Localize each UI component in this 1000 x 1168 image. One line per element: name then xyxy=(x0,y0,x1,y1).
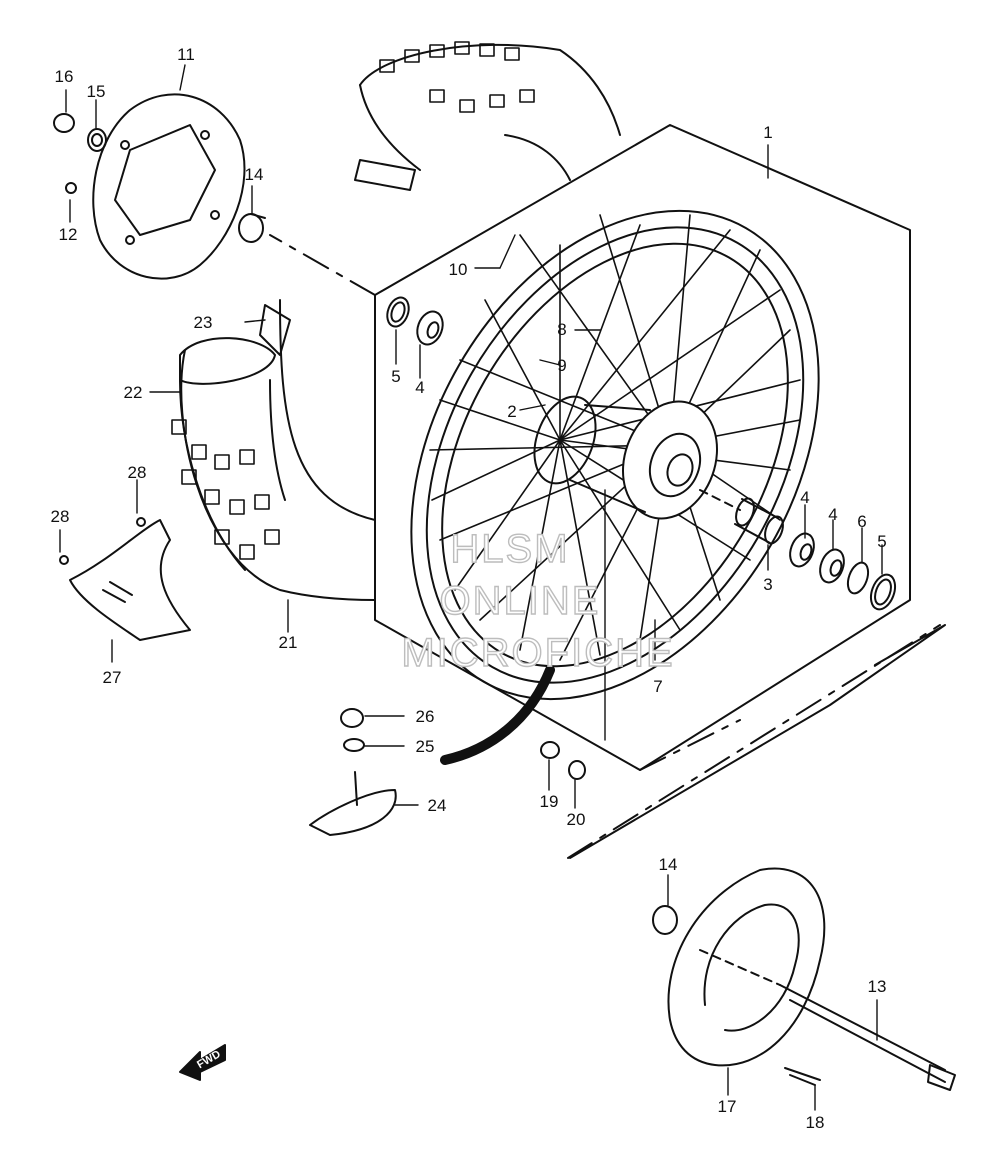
callout-4-left: 4 xyxy=(415,378,424,397)
callout-21: 21 xyxy=(279,633,298,652)
hub-components xyxy=(386,296,897,611)
callout-28-left: 28 xyxy=(51,507,70,526)
callout-25: 25 xyxy=(416,737,435,756)
callout-27: 27 xyxy=(103,668,122,687)
callout-9: 9 xyxy=(557,356,566,375)
fwd-arrow xyxy=(179,1044,226,1081)
disc-hardware xyxy=(53,113,266,243)
callout-23: 23 xyxy=(194,313,213,332)
callout-20: 20 xyxy=(567,810,586,829)
callout-16: 16 xyxy=(55,67,74,86)
callout-4-mid: 4 xyxy=(800,488,809,507)
sprocket-guard xyxy=(59,517,191,641)
leader-lines xyxy=(59,64,883,1111)
callout-11: 11 xyxy=(177,45,195,64)
rear-sprocket xyxy=(652,867,956,1091)
watermark-line-1: HLSM xyxy=(450,527,569,571)
callout-13: 13 xyxy=(868,977,887,996)
brake-disc xyxy=(92,93,246,280)
rear-wheel xyxy=(410,209,820,701)
callout-14-bottom: 14 xyxy=(659,855,678,874)
callout-26: 26 xyxy=(416,707,435,726)
callouts: 1 2 3 4 4 4 5 5 6 7 8 9 10 11 12 13 14 1… xyxy=(51,45,887,1132)
rim-band xyxy=(440,665,555,765)
watermark-line-2: ONLINE xyxy=(440,579,601,623)
callout-2: 2 xyxy=(507,402,516,421)
callout-14-top: 14 xyxy=(245,165,264,184)
watermark: HLSM ONLINE MICROFICHE xyxy=(401,526,674,675)
callout-1: 1 xyxy=(763,123,772,142)
callout-17: 17 xyxy=(718,1097,737,1116)
callout-5-right: 5 xyxy=(877,532,886,551)
callout-19: 19 xyxy=(540,792,559,811)
callout-3: 3 xyxy=(763,575,772,594)
callout-12: 12 xyxy=(59,225,78,244)
callout-15: 15 xyxy=(87,82,106,101)
tube-valve xyxy=(309,708,397,836)
callout-28-top: 28 xyxy=(128,463,147,482)
rim-lock-hardware xyxy=(540,741,586,780)
callout-18: 18 xyxy=(806,1113,825,1132)
callout-5-left: 5 xyxy=(391,367,400,386)
callout-7: 7 xyxy=(653,677,662,696)
callout-10: 10 xyxy=(449,260,468,279)
tire xyxy=(171,41,621,601)
callout-6: 6 xyxy=(857,512,866,531)
callout-24: 24 xyxy=(428,796,447,815)
callout-8: 8 xyxy=(557,320,566,339)
callout-4-right: 4 xyxy=(828,505,837,524)
watermark-line-3: MICROFICHE xyxy=(401,631,674,675)
assembly-outline xyxy=(269,124,946,859)
callout-22: 22 xyxy=(124,383,143,402)
